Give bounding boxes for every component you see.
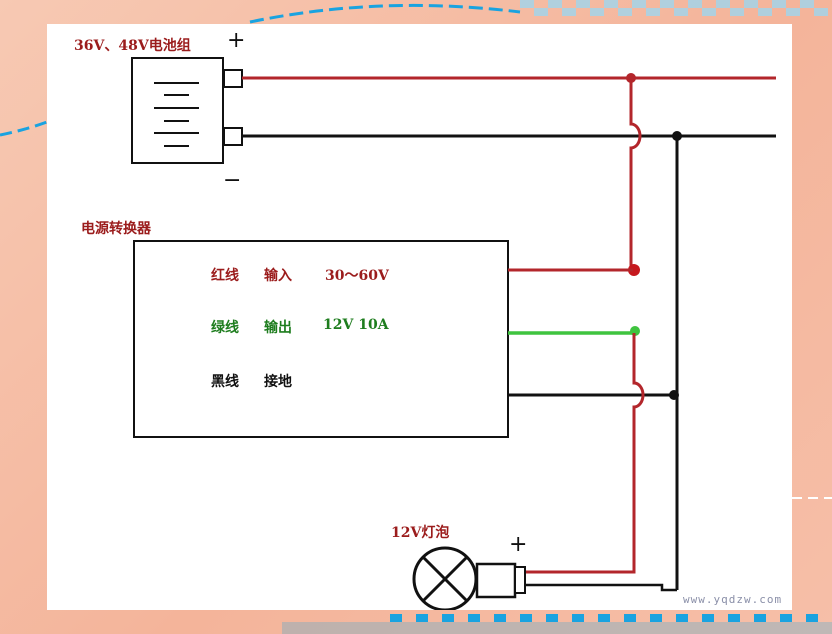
- converter-label: 电源转换器: [81, 221, 151, 237]
- battery-cell-lines: [154, 82, 199, 147]
- black-junction-top: [672, 131, 682, 141]
- battery-negative-terminal: [223, 127, 243, 146]
- bulb-label: 12V灯泡: [391, 525, 450, 541]
- wiring-diagram: 36V、48V电池组 + − 电源转换器 红线 输入 30～60V 绿线 输出 …: [47, 24, 792, 610]
- row-black-role: 接地: [264, 374, 292, 390]
- battery-minus-symbol: −: [223, 168, 242, 193]
- row-green-wire: 绿线: [211, 320, 239, 336]
- row-red-value: 30～60V: [325, 268, 389, 284]
- wiring-diagram-drawing: [131, 57, 776, 610]
- dashed-arc-left: [0, 120, 48, 137]
- checker-pattern-bottom: [282, 614, 832, 634]
- red-junction-bottom: [628, 264, 640, 276]
- battery-plus-symbol: +: [227, 28, 246, 53]
- black-wire-to-bulb: [525, 583, 677, 592]
- red-wire-vertical: [629, 78, 642, 270]
- red-wire-to-bulb: [525, 333, 645, 574]
- row-black-wire: 黑线: [211, 374, 239, 390]
- battery-positive-terminal: [223, 69, 243, 88]
- row-green-role: 输出: [264, 320, 292, 336]
- row-green-value: 12V 10A: [323, 317, 389, 333]
- bulb-plus-symbol: +: [509, 532, 528, 557]
- checker-pattern-top: [520, 0, 828, 16]
- battery-label: 36V、48V电池组: [74, 38, 191, 54]
- red-junction-top: [626, 73, 636, 83]
- watermark: www.yqdzw.com: [683, 593, 783, 606]
- dashed-arc-top: [249, 3, 521, 24]
- battery-box: [131, 57, 224, 164]
- converter-box: [133, 240, 509, 438]
- bulb-terminal: [514, 566, 526, 594]
- row-red-role: 输入: [264, 268, 292, 284]
- row-red-wire: 红线: [211, 268, 239, 284]
- bulb-cross-2: [421, 555, 469, 603]
- bulb-socket: [475, 562, 517, 599]
